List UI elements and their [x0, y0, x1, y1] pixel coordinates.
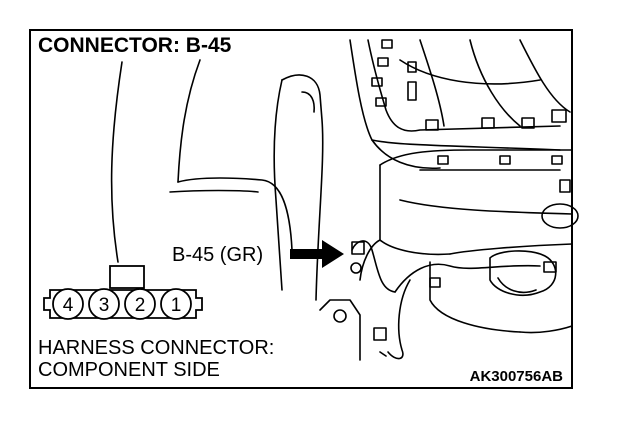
connector-pin	[88, 288, 120, 320]
figure-code: AK300756AB	[470, 368, 564, 385]
diagram-title: CONNECTOR: B-45	[38, 34, 232, 57]
harness-label-line1: HARNESS CONNECTOR:	[38, 337, 274, 359]
callout-arrow	[290, 240, 344, 268]
connector-pin	[52, 288, 84, 320]
connector-pin	[124, 288, 156, 320]
connector-pins: 4 3 2 1	[52, 288, 192, 320]
harness-label-line2: COMPONENT SIDE	[38, 359, 220, 381]
connector-pin-number: 3	[99, 295, 110, 316]
engine-bay-drawing	[110, 39, 579, 361]
connector-pin-number: 4	[63, 295, 74, 316]
connector-pin	[160, 288, 192, 320]
figure-frame	[29, 29, 573, 389]
connector-pin-number: 1	[171, 295, 182, 316]
connector-callout: B-45 (GR)	[172, 244, 263, 266]
connector-pin-number: 2	[135, 295, 146, 316]
